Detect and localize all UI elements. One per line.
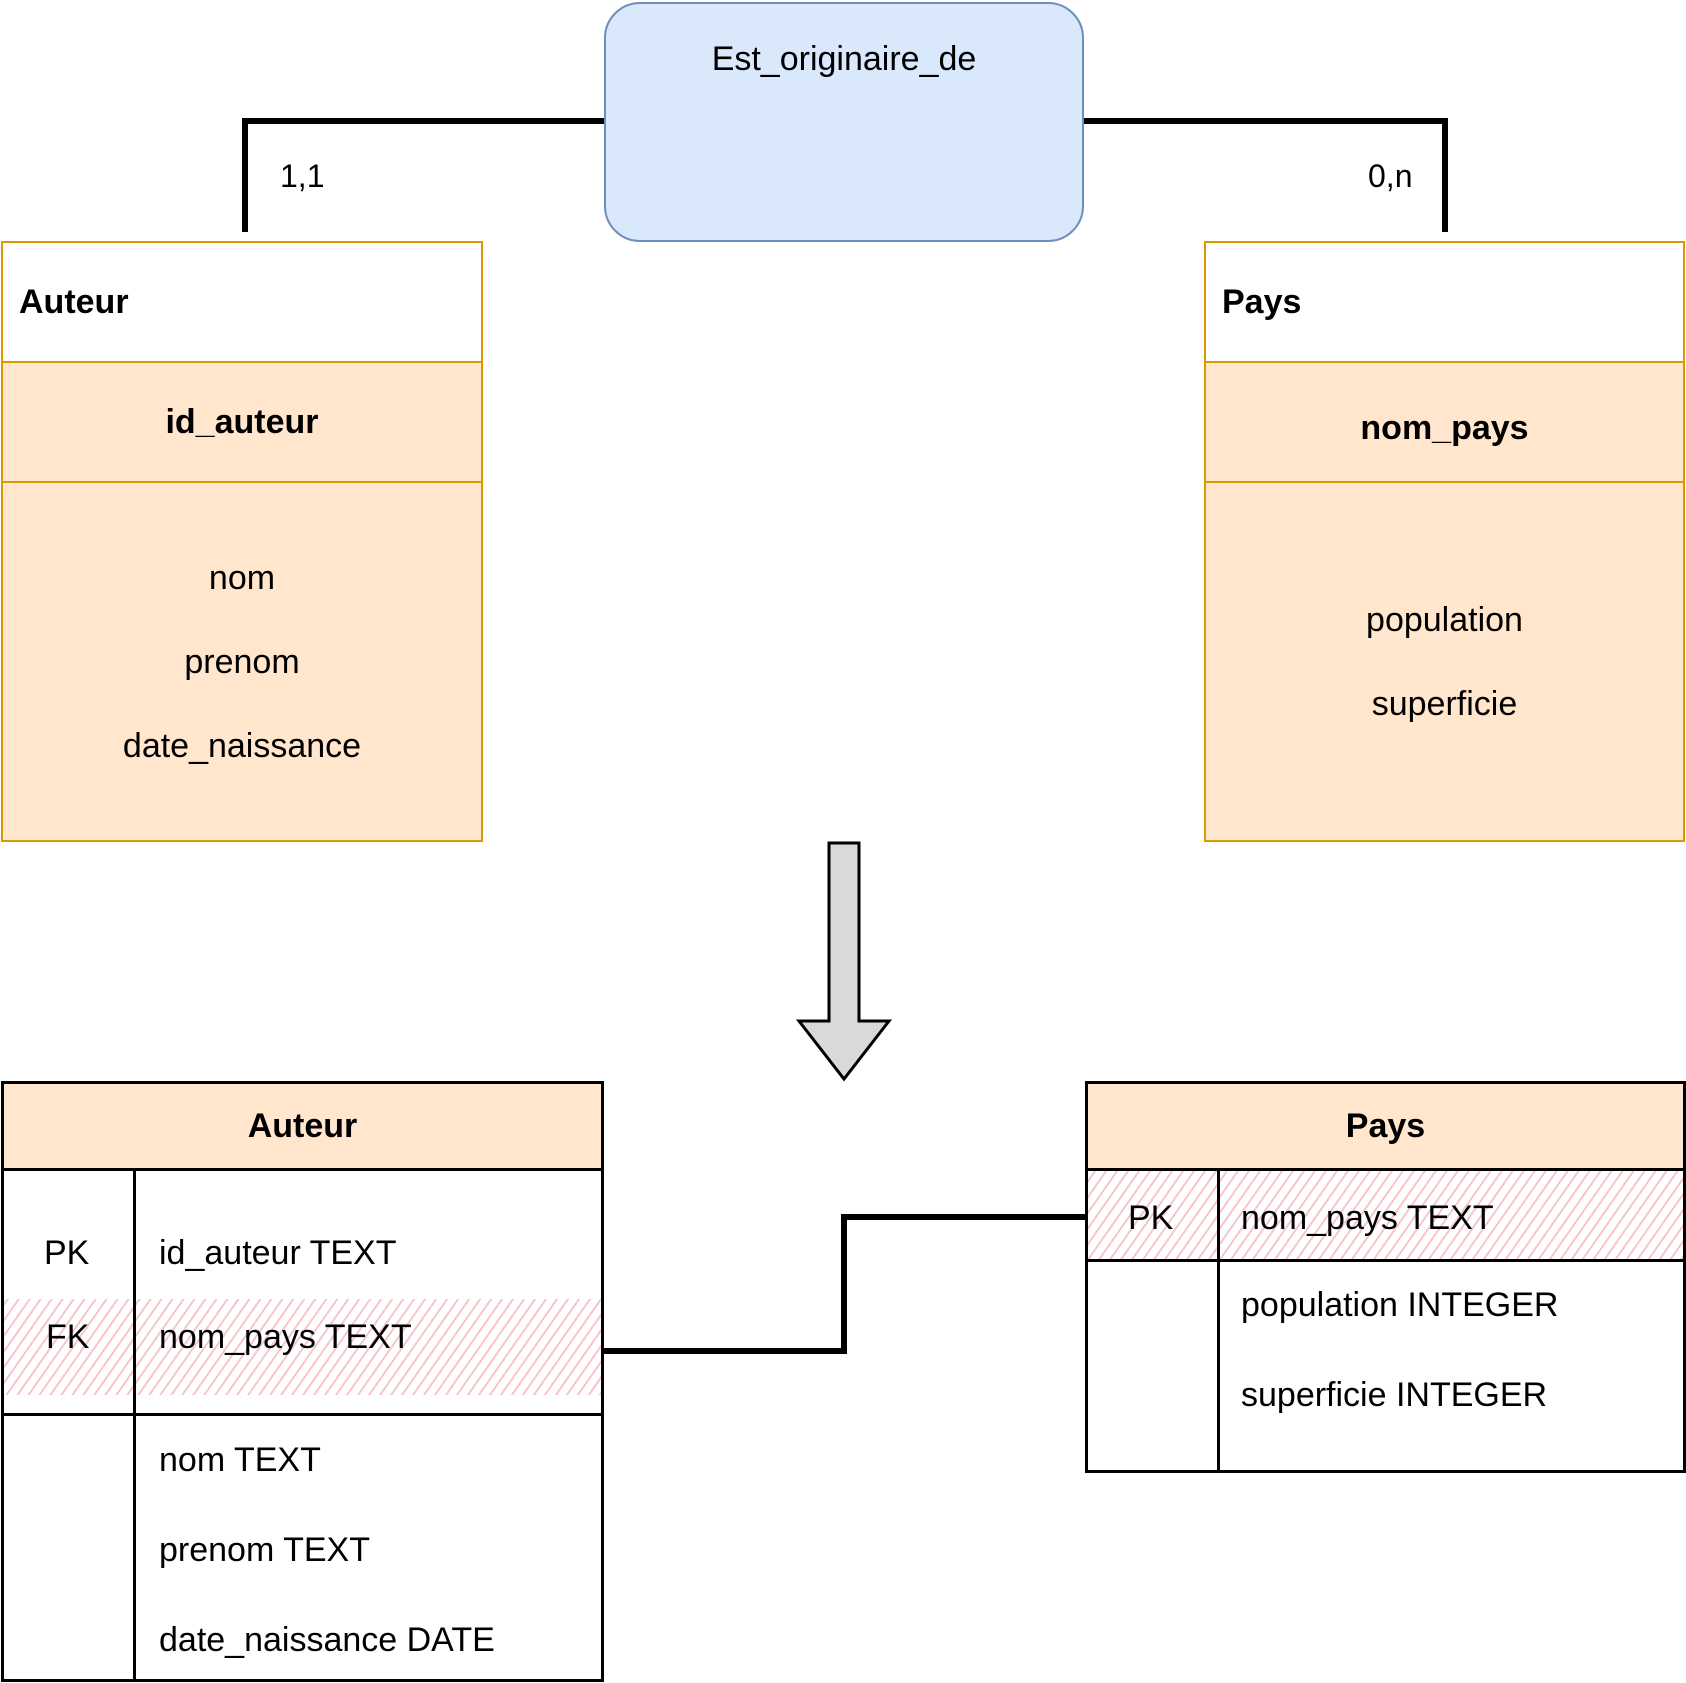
table-field-cell: id_auteur TEXT	[159, 1234, 397, 1272]
relationship-name: Est_originaire_de	[711, 40, 977, 78]
table-field-cell: superficie INTEGER	[1241, 1376, 1548, 1414]
entity-attribute: prenom	[184, 642, 300, 681]
table-auteur: Auteur PK id_auteur TEXT FK nom_pays TEX…	[1, 1081, 604, 1682]
transform-arrow	[795, 841, 893, 1082]
entity-attribute: population	[1366, 600, 1523, 639]
entity-attribute: date_naissance	[122, 726, 362, 765]
table-field-cell: date_naissance DATE	[159, 1621, 495, 1659]
table-field-cell: nom_pays TEXT	[1241, 1199, 1494, 1237]
section-divider	[1088, 1259, 1683, 1262]
table-field-cell: nom_pays TEXT	[159, 1318, 412, 1356]
entity-title: Pays	[1206, 243, 1683, 363]
entity-attribute: superficie	[1371, 684, 1518, 723]
entity-attribute: nom	[208, 558, 276, 597]
table-key-cell: PK	[44, 1234, 90, 1272]
column-divider	[133, 1171, 136, 1679]
table-field-cell: population INTEGER	[1241, 1286, 1559, 1324]
table-title: Pays	[1088, 1084, 1683, 1171]
table-key-cell: PK	[1128, 1199, 1174, 1237]
table-field-cell: prenom TEXT	[159, 1531, 371, 1569]
entity-pays: Pays nom_pays population superficie	[1204, 241, 1685, 842]
table-field-cell: nom TEXT	[159, 1441, 321, 1479]
table-pays: Pays PK nom_pays TEXT population INTEGER…	[1085, 1081, 1686, 1473]
entity-attributes: population superficie	[1206, 483, 1683, 840]
entity-key: nom_pays	[1206, 363, 1683, 483]
fk-row-highlight	[4, 1299, 601, 1395]
entity-auteur: Auteur id_auteur nom prenom date_naissan…	[1, 241, 483, 842]
column-divider	[1217, 1171, 1220, 1470]
cardinality-left: 1,1	[280, 158, 325, 194]
relationship-box	[604, 2, 1084, 242]
table-key-cell: FK	[46, 1318, 90, 1356]
foreign-key-link	[603, 1214, 1086, 1354]
entity-key: id_auteur	[3, 363, 481, 483]
entity-title: Auteur	[3, 243, 481, 363]
cardinality-right: 0,n	[1368, 158, 1413, 194]
entity-attributes: nom prenom date_naissance	[3, 483, 481, 840]
section-divider	[4, 1413, 601, 1416]
pk-row-highlight	[1088, 1171, 1683, 1259]
table-title: Auteur	[4, 1084, 601, 1171]
